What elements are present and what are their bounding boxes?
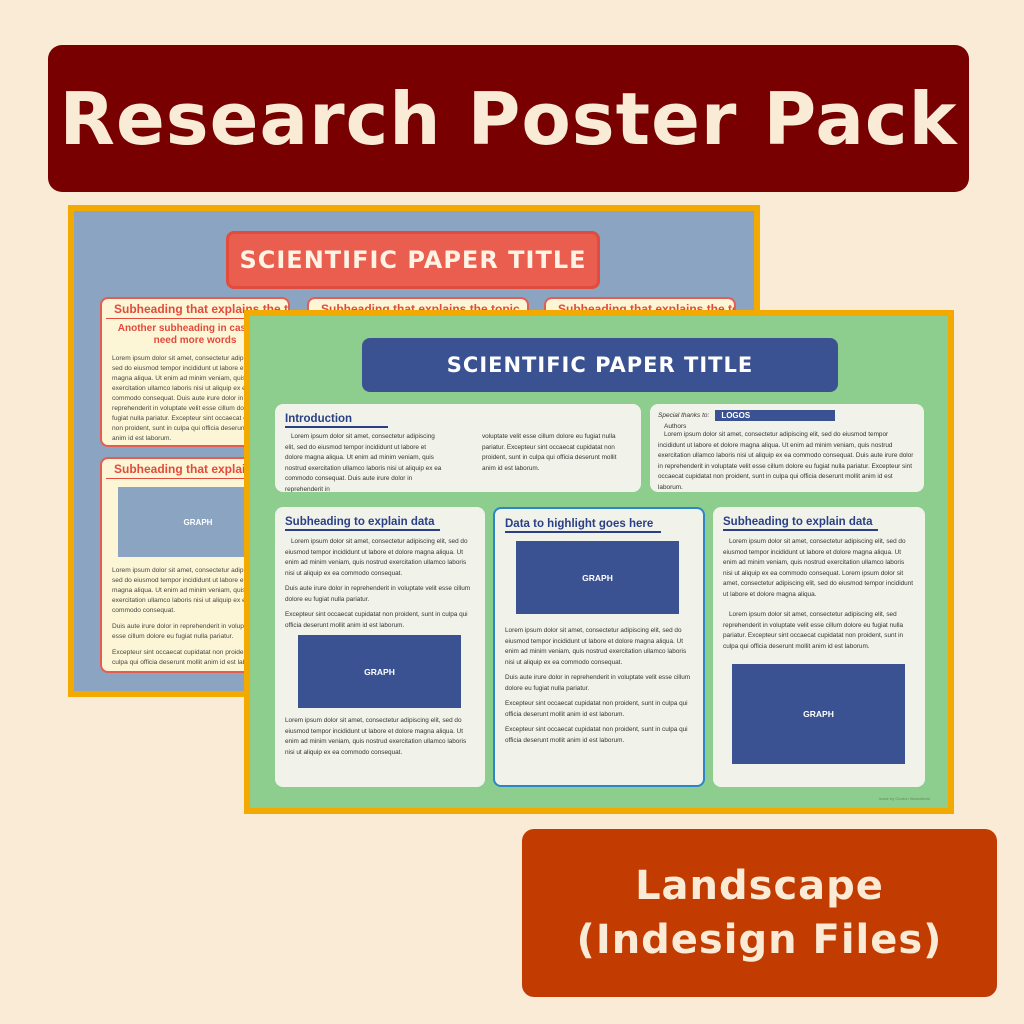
left-card-p4: Lorem ipsum dolor sit amet, consectetur … — [285, 717, 467, 756]
highlight-card-p3: Excepteur sint occaecat cupidatat non pr… — [505, 700, 688, 718]
banner-title: Research Poster Pack — [59, 76, 958, 161]
front-poster-preview: SCIENTIFIC PAPER TITLE Introduction Lore… — [244, 310, 954, 814]
thanks-card: Special thanks to: LOGOS Authors Lorem i… — [650, 404, 924, 492]
badge-line-2: (Indesign Files) — [576, 917, 943, 963]
back-card-4-body-3: Excepteur sint occaecat cupidatat non pr… — [112, 649, 273, 666]
right-graph: GRAPH — [732, 664, 905, 764]
back-card-4-body-1: Lorem ipsum dolor sit amet, consectetur … — [112, 567, 273, 614]
thanks-label: Special thanks to: — [658, 412, 710, 419]
right-card-p2: Lorem ipsum dolor sit amet, consectetur … — [723, 611, 904, 650]
back-poster-title: SCIENTIFIC PAPER TITLE — [226, 231, 600, 289]
left-data-card: Subheading to explain data Lorem ipsum d… — [275, 507, 485, 787]
right-card-heading: Subheading to explain data — [723, 516, 878, 531]
left-card-p2: Duis aute irure dolor in reprehenderit i… — [285, 585, 471, 603]
left-card-heading: Subheading to explain data — [285, 516, 440, 531]
back-card-1-body: Lorem ipsum dolor sit amet, consectetur … — [112, 355, 273, 442]
left-card-p3: Excepteur sint occaecat cupidatat non pr… — [285, 611, 468, 629]
right-data-card: Subheading to explain data Lorem ipsum d… — [713, 507, 925, 787]
right-card-p1: Lorem ipsum dolor sit amet, consectetur … — [723, 538, 914, 598]
format-badge: Landscape (Indesign Files) — [522, 829, 997, 997]
intro-column-2: voluptate velit esse cillum dolore eu fu… — [481, 433, 617, 472]
badge-line-1: Landscape — [635, 863, 884, 909]
back-card-4-body-2: Duis aute irure dolor in reprehenderit i… — [112, 623, 269, 640]
highlight-card-p1: Lorem ipsum dolor sit amet, consectetur … — [505, 627, 687, 666]
intro-column-1: Lorem ipsum dolor sit amet, consectetur … — [285, 433, 442, 492]
thanks-body: Lorem ipsum dolor sit amet, consectetur … — [658, 431, 914, 491]
highlight-data-card: Data to highlight goes here GRAPH Lorem … — [493, 507, 705, 787]
highlight-card-heading: Data to highlight goes here — [505, 518, 661, 533]
highlight-card-p2: Duis aute irure dolor in reprehenderit i… — [505, 674, 691, 692]
front-poster-title: SCIENTIFIC PAPER TITLE — [362, 338, 838, 392]
highlight-graph: GRAPH — [516, 541, 679, 614]
highlight-card-p4: Excepteur sint occaecat cupidatat non pr… — [505, 726, 688, 744]
left-graph: GRAPH — [298, 635, 461, 708]
back-card-1-subheading: Another subheading in case you need more… — [117, 323, 273, 346]
left-card-p1: Lorem ipsum dolor sit amet, consectetur … — [285, 538, 468, 577]
logos-placeholder: LOGOS — [715, 410, 836, 421]
intro-card: Introduction Lorem ipsum dolor sit amet,… — [275, 404, 641, 492]
authors-label: Authors — [664, 423, 687, 430]
credit-text: made by Gordon Illustrations — [878, 796, 930, 801]
intro-heading: Introduction — [285, 413, 388, 428]
title-banner: Research Poster Pack — [48, 45, 969, 192]
